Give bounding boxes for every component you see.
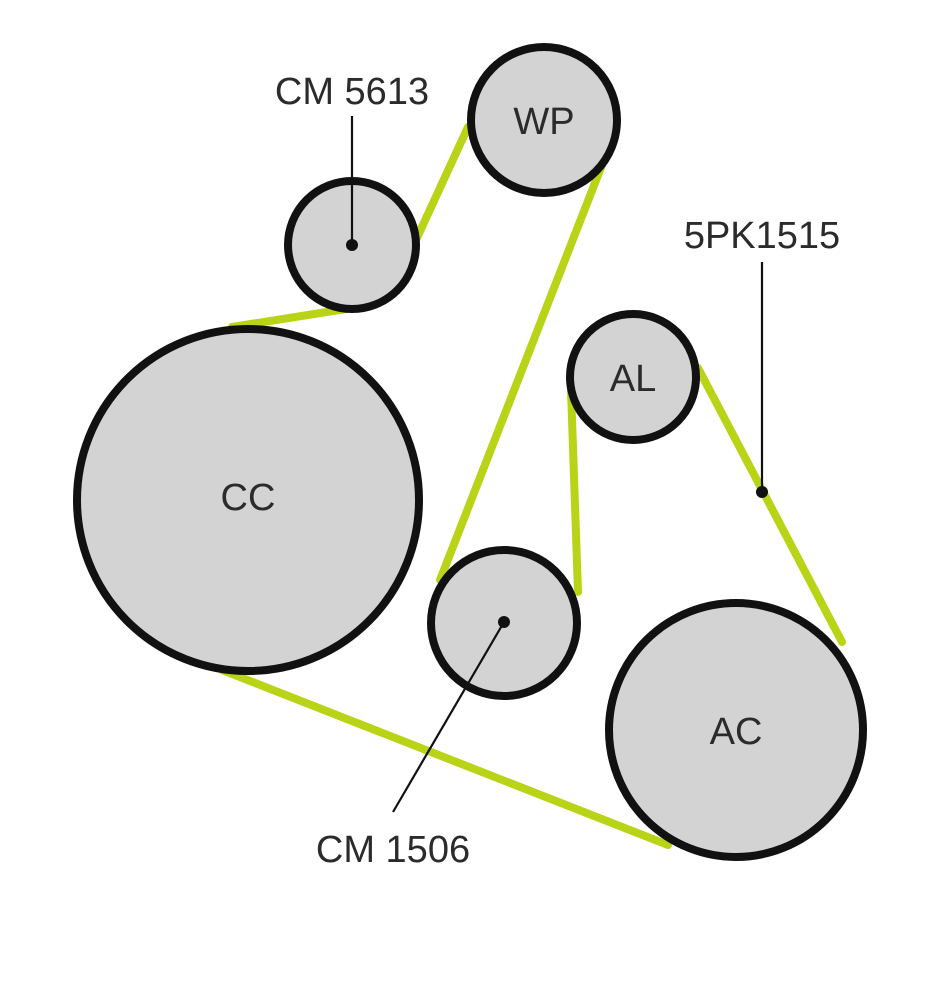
callout-belt-dot bbox=[756, 486, 768, 498]
belt-segment-idler-bottom-al bbox=[567, 386, 582, 596]
pulley-wp-label: WP bbox=[513, 101, 574, 143]
pulley-al: AL bbox=[566, 310, 700, 444]
belt-segment-cc-idler-top bbox=[228, 304, 356, 331]
callout-belt: 5PK1515 bbox=[684, 215, 840, 498]
pulley-al-label: AL bbox=[610, 358, 656, 400]
belt bbox=[218, 123, 846, 849]
pulley-ac-label: AC bbox=[710, 711, 763, 753]
belt-segment-idler-top-wp bbox=[412, 123, 472, 244]
belt-segment-ac-cc bbox=[218, 666, 672, 849]
callout-top-idler: CM 5613 bbox=[275, 71, 429, 251]
pulley-cc-label: CC bbox=[221, 477, 276, 519]
pulley-cc: CC bbox=[73, 325, 423, 675]
callout-bottom-idler-leader bbox=[392, 621, 505, 813]
callout-top-idler-dot bbox=[346, 239, 358, 251]
callout-bottom-idler-dot bbox=[498, 616, 510, 628]
callout-bottom-idler-label: CM 1506 bbox=[316, 829, 470, 871]
callout-belt-label: 5PK1515 bbox=[684, 215, 840, 257]
pulley-ac: AC bbox=[605, 599, 867, 861]
pulley-wp: WP bbox=[467, 43, 621, 197]
belt-segment-al-ac bbox=[694, 364, 846, 646]
callout-bottom-idler: CM 1506 bbox=[316, 616, 510, 871]
belt-segment-wp-idler-bottom bbox=[436, 161, 606, 584]
callout-top-idler-label: CM 5613 bbox=[275, 71, 429, 113]
